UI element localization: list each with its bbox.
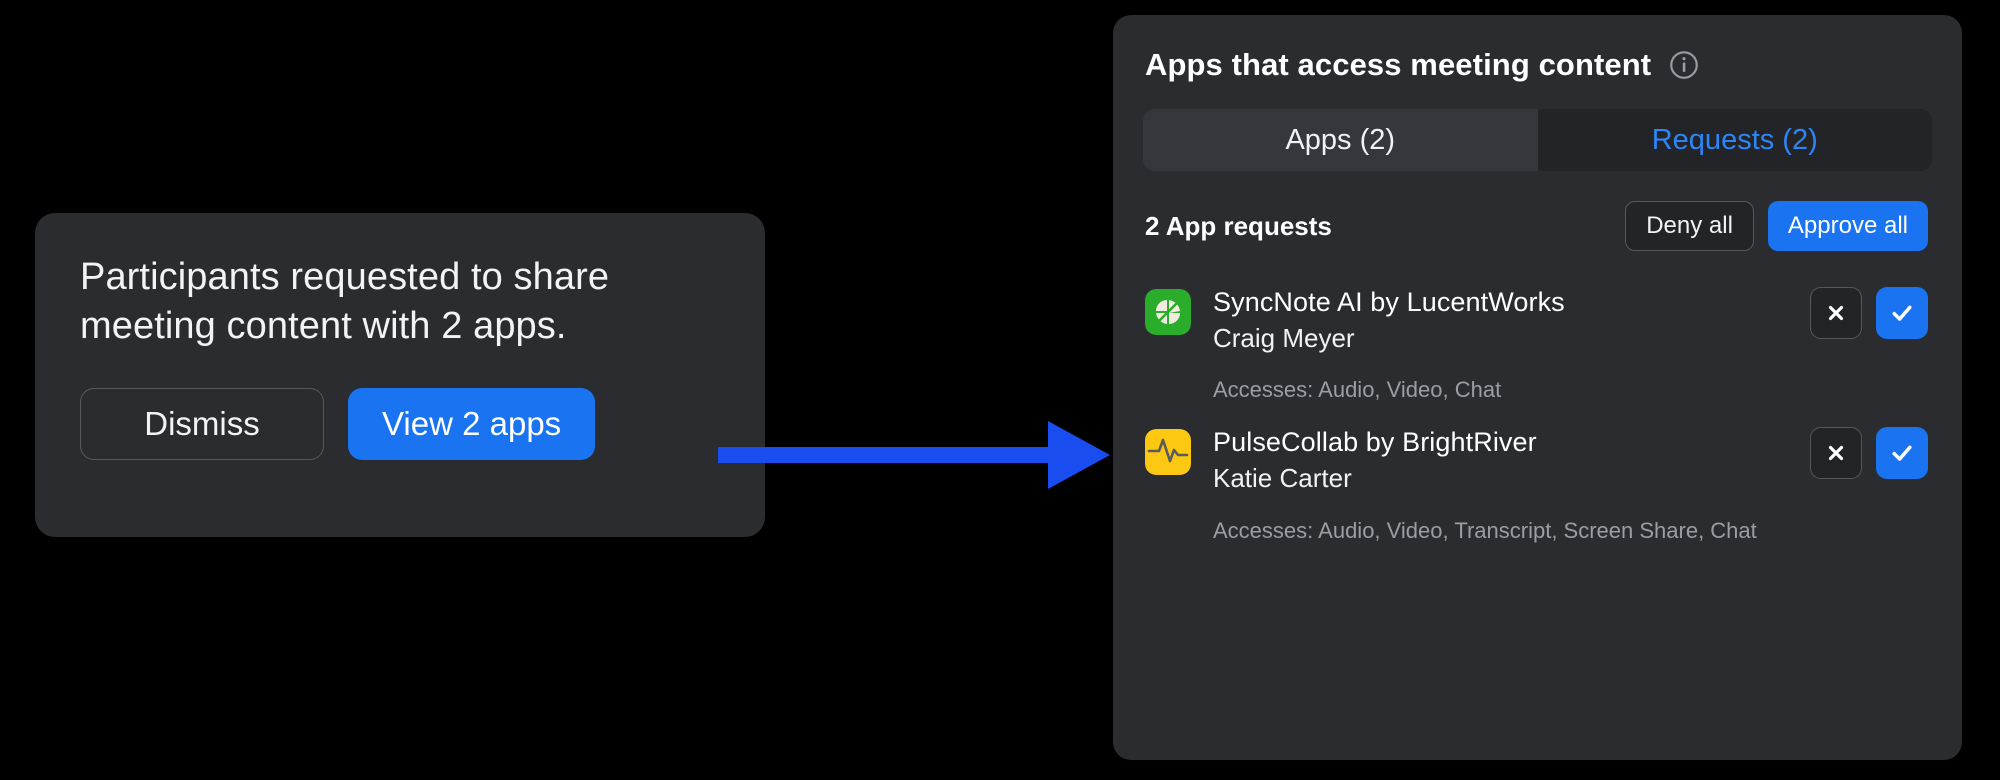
- deny-request-button[interactable]: [1810, 427, 1862, 480]
- approve-all-button[interactable]: Approve all: [1767, 201, 1928, 251]
- toast-actions: Dismiss View 2 apps: [80, 388, 720, 461]
- tab-requests[interactable]: Requests (2): [1537, 109, 1932, 171]
- request-info: SyncNote AI by LucentWorks Craig Meyer A…: [1213, 285, 1810, 403]
- deny-request-button[interactable]: [1810, 287, 1862, 339]
- tab-bar: Apps (2) Requests (2): [1143, 109, 1932, 171]
- close-icon: [1828, 305, 1844, 321]
- apps-access-panel: Apps that access meeting content Apps (2…: [1113, 15, 1962, 760]
- app-name: SyncNote AI by LucentWorks: [1213, 287, 1565, 317]
- share-request-toast: Participants requested to share meeting …: [35, 213, 765, 537]
- app-name: PulseCollab by BrightRiver: [1213, 427, 1537, 458]
- info-circle-icon[interactable]: [1669, 50, 1699, 80]
- approve-request-button[interactable]: [1876, 427, 1928, 480]
- row-actions: [1810, 287, 1928, 339]
- check-icon: [1892, 445, 1912, 462]
- request-row: PulseCollab by BrightRiver Katie Carter …: [1143, 425, 1932, 543]
- row-actions: [1810, 427, 1928, 480]
- pulsecollab-app-icon: [1145, 429, 1191, 476]
- arrow-right-icon: [718, 421, 1110, 489]
- approve-request-button[interactable]: [1876, 287, 1928, 339]
- accesses-label: Accesses: Audio, Video, Transcript, Scre…: [1213, 517, 1757, 543]
- dismiss-button[interactable]: Dismiss: [80, 388, 324, 461]
- toast-message: Participants requested to share meeting …: [80, 256, 610, 347]
- tab-apps[interactable]: Apps (2): [1143, 109, 1538, 171]
- request-row: SyncNote AI by LucentWorks Craig Meyer A…: [1143, 285, 1932, 403]
- requester-name: Katie Carter: [1213, 462, 1352, 493]
- syncnote-app-icon: [1145, 289, 1191, 335]
- page-title: Apps that access meeting content: [1145, 47, 1652, 82]
- requester-name: Craig Meyer: [1213, 322, 1355, 353]
- requests-header: 2 App requests Deny all Approve all: [1143, 201, 1932, 251]
- accesses-label: Accesses: Audio, Video, Chat: [1213, 377, 1502, 403]
- close-icon: [1828, 446, 1844, 461]
- view-apps-button[interactable]: View 2 apps: [348, 388, 596, 461]
- panel-header: Apps that access meeting content: [1143, 47, 1932, 83]
- deny-all-button[interactable]: Deny all: [1625, 201, 1754, 251]
- request-info: PulseCollab by BrightRiver Katie Carter …: [1213, 425, 1810, 543]
- bulk-actions: Deny all Approve all: [1625, 201, 1928, 251]
- requests-count-label: 2 App requests: [1145, 210, 1332, 241]
- check-icon: [1892, 305, 1912, 321]
